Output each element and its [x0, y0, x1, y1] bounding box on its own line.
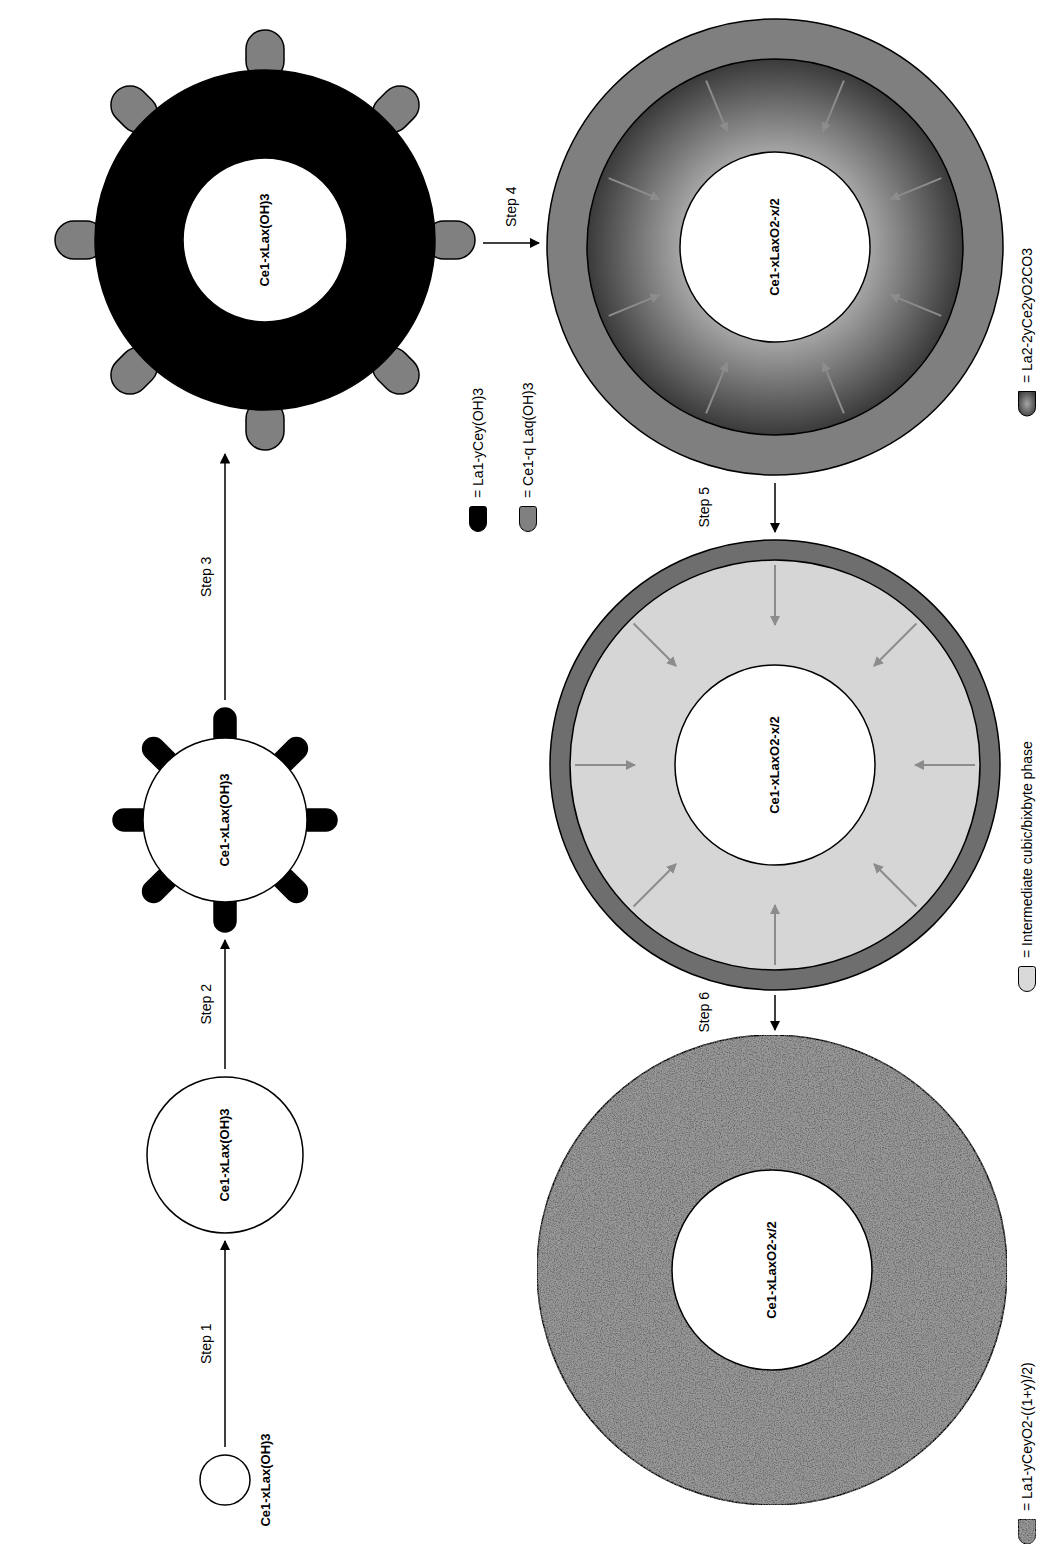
formula-label: Ce1-xLax(OH)3 — [257, 193, 273, 286]
legend-entry: = La1-yCey(OH)3 — [468, 388, 488, 532]
step-label: Step 1 — [198, 1322, 215, 1366]
particle-node: Ce1-xLax(OH)3 — [55, 30, 475, 450]
step-label: Step 6 — [696, 990, 713, 1034]
mixed-oxide-shell — [537, 1035, 1007, 1505]
particle-node: Ce1-xLax(OH)3 — [147, 1077, 303, 1233]
shell-ring — [547, 19, 1003, 475]
carbonate-layer — [587, 59, 963, 435]
legend-text: = La1-yCey(OH)3 — [470, 388, 487, 498]
legend-entry: = La2-2yCe2yO2CO3 — [1017, 248, 1037, 417]
diffusion-arrow — [774, 565, 776, 625]
particle-core — [675, 665, 875, 865]
step-label: Step 5 — [696, 485, 713, 529]
particle-circle — [143, 738, 307, 902]
formula-label: Ce1-xLaxO2-x/2 — [767, 198, 783, 296]
diffusion-arrow — [706, 81, 727, 132]
legend-swatch — [1018, 1519, 1036, 1545]
formula-label: Ce1-xLaxO2-x/2 — [767, 716, 783, 814]
intermediate-layer — [570, 560, 980, 970]
legend-sample — [1019, 392, 1036, 417]
particle-node: Ce1-xLaxO2-x/2 — [537, 1035, 1007, 1505]
legend-swatch — [469, 506, 487, 532]
legend-text: = Intermediate cubic/bixbyte phase — [1019, 741, 1036, 958]
diffusion-arrow — [890, 178, 941, 199]
formula-label: Ce1-xLax(OH)3 — [217, 773, 233, 866]
particle-core — [680, 152, 870, 342]
step-arrow — [224, 454, 226, 700]
particle-shape — [200, 1455, 250, 1505]
step-arrow — [774, 995, 776, 1030]
diffusion-arrow — [823, 81, 844, 132]
step-arrow — [224, 940, 226, 1069]
diffusion-arrow — [774, 905, 776, 965]
diffusion-arrow — [575, 764, 635, 766]
legend-text: = La1-yCeyO2-((1+y)/2) — [1019, 1362, 1036, 1511]
diffusion-arrow — [874, 864, 916, 906]
legend-text: = Ce1-q Laq(OH)3 — [520, 382, 537, 498]
legend-entry: = Ce1-q Laq(OH)3 — [518, 382, 538, 532]
particle-circle — [200, 1455, 250, 1505]
particle-node: Ce1-xLax(OH)3 — [200, 1455, 250, 1505]
diffusion-arrow — [609, 178, 660, 199]
shell-ring — [550, 540, 1000, 990]
step-arrow — [774, 483, 776, 532]
step-label: Step 3 — [198, 555, 215, 599]
legend-swatch — [1018, 966, 1036, 992]
step-label: Step 2 — [198, 982, 215, 1026]
shell-ring — [95, 70, 435, 410]
legend-sample — [1019, 1520, 1036, 1545]
diffusion-arrow — [706, 362, 727, 413]
legend-text: = La2-2yCe2yO2CO3 — [1019, 248, 1036, 383]
legend-swatch — [519, 506, 537, 532]
particle-core — [672, 1170, 872, 1370]
step-arrow — [483, 242, 539, 244]
legend-swatch — [1018, 391, 1036, 417]
particle-circle — [147, 1077, 303, 1233]
diffusion-arrow — [890, 295, 941, 316]
step-label: Step 4 — [503, 185, 520, 229]
particle-core — [183, 158, 347, 322]
diffusion-arrow — [634, 864, 676, 906]
particle-node: Ce1-xLaxO2-x/2 — [547, 19, 1003, 475]
legend-entry: = Intermediate cubic/bixbyte phase — [1017, 741, 1037, 992]
step-arrow — [224, 1241, 226, 1447]
particle-node: Ce1-xLax(OH)3 — [113, 708, 337, 932]
particle-node: Ce1-xLaxO2-x/2 — [550, 540, 1000, 990]
diffusion-arrow — [634, 624, 676, 666]
formula-label: Ce1-xLax(OH)3 — [258, 1433, 274, 1526]
diffusion-arrow — [823, 362, 844, 413]
formula-label: Ce1-xLax(OH)3 — [217, 1108, 233, 1201]
formula-label: Ce1-xLaxO2-x/2 — [764, 1221, 780, 1319]
diffusion-arrow — [874, 624, 916, 666]
legend-entry: = La1-yCeyO2-((1+y)/2) — [1017, 1362, 1037, 1545]
diffusion-arrow — [915, 764, 975, 766]
diffusion-arrow — [609, 295, 660, 316]
